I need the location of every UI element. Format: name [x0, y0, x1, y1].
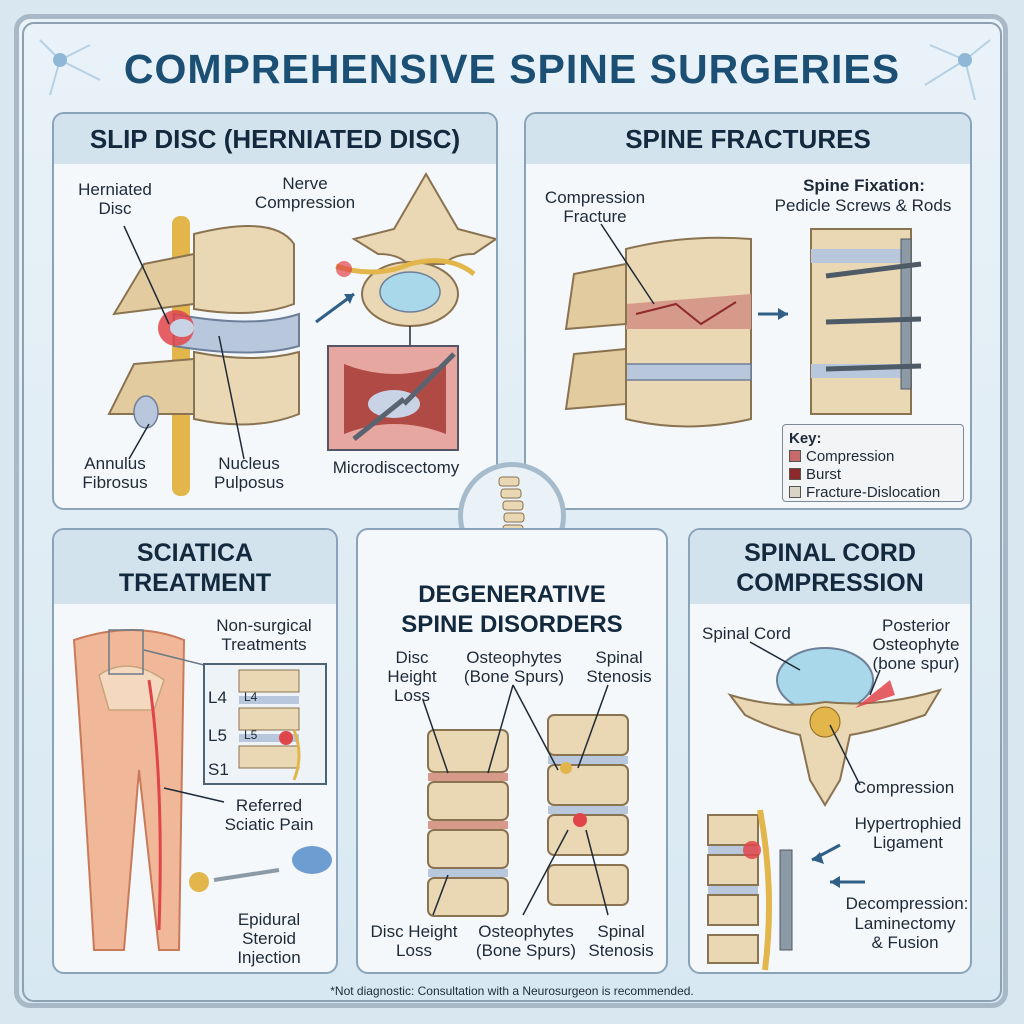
label-decompression-sub: Laminectomy & Fusion — [854, 914, 956, 952]
panel-heading: SLIP DISC (HERNIATED DISC) — [54, 114, 496, 164]
label-spinal-stenosis-bottom: Spinal Stenosis — [588, 922, 654, 960]
label-l5: L5 — [208, 726, 227, 745]
label-osteophytes-top: Osteophytes (Bone Spurs) — [463, 648, 565, 686]
cord-compression-illustration — [707, 641, 943, 971]
label-l4-inset: L4 — [244, 690, 258, 704]
panel-degenerative: DEGENERATIVE SPINE DISORDERS — [356, 528, 668, 974]
page-title: COMPREHENSIVE SPINE SURGERIES — [123, 46, 901, 92]
label-spine-fixation-title: Spine Fixation: — [803, 176, 925, 195]
fracture-illustration — [564, 223, 922, 428]
fracture-key-legend: Key: Compression Burst Fracture-Dislocat… — [782, 424, 964, 502]
label-hypertrophied-ligament: Hypertrophied Ligament — [854, 814, 962, 852]
key-item-label: Fracture-Dislocation — [806, 483, 941, 501]
label-annulus-fibrosus: Annulus Fibrosus — [82, 454, 148, 492]
disclaimer-footnote: *Not diagnostic: Consultation with a Neu… — [330, 984, 694, 998]
key-title: Key: — [789, 429, 822, 447]
key-swatch — [789, 450, 801, 462]
label-spinal-cord: Spinal Cord — [702, 624, 791, 643]
label-spine-fixation-sub: Pedicle Screws & Rods — [774, 196, 952, 215]
panel-spinal-cord-compression: SPINAL CORD COMPRESSION Spinal Cord Post… — [688, 528, 972, 974]
label-nerve-compression: Nerve Compression — [254, 174, 356, 212]
panel-spine-fractures: SPINE FRACTURES Compression Fracture Spi… — [524, 112, 972, 510]
panel-heading: SPINAL CORD COMPRESSION — [690, 530, 970, 604]
label-epidural-injection: Epidural Steroid Injection — [237, 910, 301, 967]
label-decompression-title: Decompression: — [845, 894, 969, 913]
panel-heading: SCIATICA TREATMENT — [54, 530, 336, 604]
label-disc-height-loss-bottom: Disc Height Loss — [370, 922, 458, 960]
key-item-label: Burst — [806, 465, 842, 483]
label-posterior-osteophyte: Posterior Osteophyte (bone spur) — [872, 616, 960, 673]
label-referred-sciatic-pain: Referred Sciatic Pain — [224, 796, 314, 834]
panel-heading: DEGENERATIVE SPINE DISORDERS — [358, 572, 666, 642]
key-item: Fracture-Dislocation — [789, 483, 957, 501]
label-osteophytes-bottom: Osteophytes (Bone Spurs) — [475, 922, 577, 960]
label-spinal-stenosis-top: Spinal Stenosis — [586, 648, 652, 686]
degenerative-illustration — [422, 684, 629, 917]
key-item-label: Compression — [806, 447, 895, 465]
sciatica-illustration — [72, 629, 332, 951]
key-swatch — [789, 468, 801, 480]
key-item: Burst — [789, 465, 957, 483]
label-l5-inset: L5 — [244, 728, 258, 742]
herniated-disc-illustration — [107, 172, 496, 496]
label-compression-fracture: Compression Fracture — [544, 188, 646, 226]
key-item: Compression — [789, 447, 957, 465]
label-l4: L4 — [208, 688, 227, 707]
label-s1: S1 — [208, 760, 229, 779]
label-microdiscectomy: Microdiscectomy — [332, 458, 460, 477]
panel-slip-disc: SLIP DISC (HERNIATED DISC) — [52, 112, 498, 510]
label-nucleus-pulposus: Nucleus Pulposus — [214, 454, 284, 492]
label-disc-height-loss-top: Disc Height Loss — [387, 648, 437, 705]
label-herniated-disc: Herniated Disc — [78, 180, 152, 218]
label-compression: Compression — [854, 778, 955, 797]
panel-heading: SPINE FRACTURES — [526, 114, 970, 164]
inner-frame — [22, 22, 1002, 1002]
label-non-surgical: Non-surgical Treatments — [216, 616, 312, 654]
panel-sciatica: SCIATICA TREATMENT Non-surgical Treatmen… — [52, 528, 338, 974]
key-swatch — [789, 486, 801, 498]
